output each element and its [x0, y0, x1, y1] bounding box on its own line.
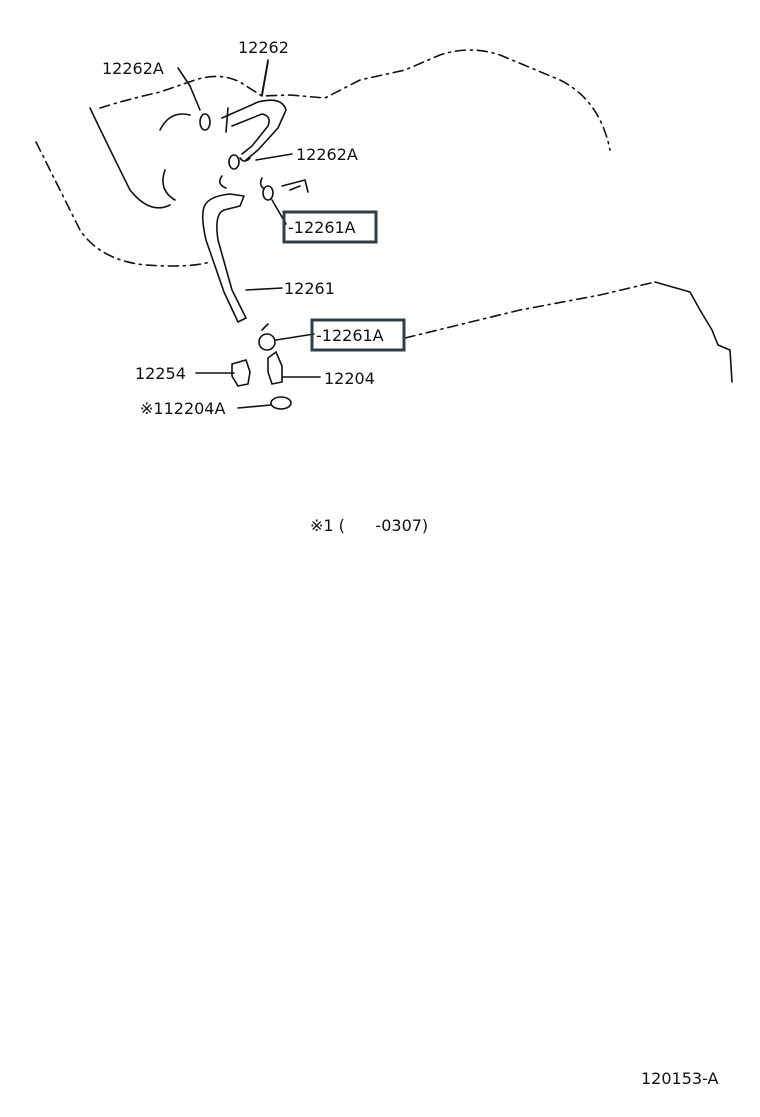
label-12262: 12262 — [238, 38, 289, 57]
footnote: ※1 ( -0307) — [310, 516, 428, 535]
lower-parts — [231, 350, 292, 410]
label-12204: 12204 — [324, 369, 375, 388]
label-12261a-lower: -12261A — [316, 326, 384, 345]
figure-code: 120153-A — [641, 1069, 719, 1088]
label-12254: 12254 — [135, 364, 186, 383]
upper-hose-12262 — [221, 59, 287, 162]
lower-hose-12261 — [201, 193, 276, 351]
label-12261: 12261 — [284, 279, 335, 298]
label-12262a-middle: 12262A — [296, 145, 358, 164]
highlight-box-12261a-lower — [310, 318, 406, 352]
highlight-box-12261a-upper — [282, 210, 378, 244]
label-12262a-upper: 12262A — [102, 59, 164, 78]
engine-outline — [35, 49, 733, 383]
clamps — [199, 113, 309, 201]
label-112204a: ※112204A — [140, 399, 225, 418]
label-12261a-upper: -12261A — [288, 218, 356, 237]
